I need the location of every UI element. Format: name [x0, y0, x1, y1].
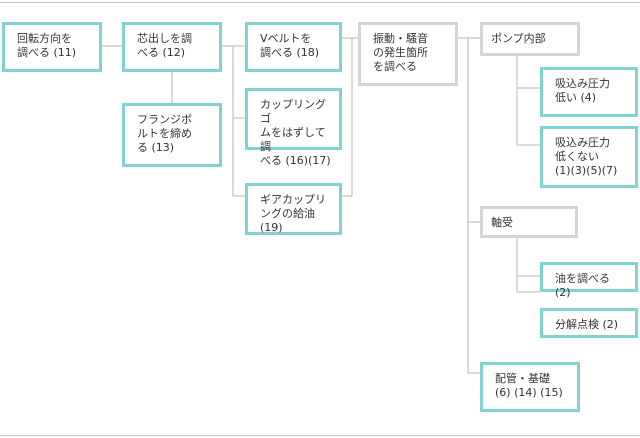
node-bearing: 軸受: [480, 206, 578, 238]
node-gear-coupling: ギアカップリ ングの給油 (19): [245, 183, 342, 235]
node-oil: 油を調べる (2): [540, 262, 638, 299]
node-rotation: 回転方向を 調べる (11): [2, 22, 102, 72]
bottom-rule: [0, 435, 640, 436]
node-source: 振動・騒音 の発生箇所 を調べる: [358, 22, 458, 86]
node-overhaul: 分解点検 (2): [540, 308, 638, 338]
node-suction-not-low: 吸込み圧力 低くない (1)(3)(5)(7): [540, 126, 638, 188]
node-piping: 配管・基礎 (6) (14) (15): [480, 362, 580, 412]
node-vbelt: Vベルトを 調べる (18): [245, 22, 342, 72]
top-rule: [0, 2, 640, 3]
node-suction-low: 吸込み圧力 低い (4): [540, 67, 638, 117]
node-pump-inside: ポンプ内部: [480, 22, 580, 56]
node-flange: フランジボ ルトを締め る (13): [122, 103, 222, 167]
node-coupling-rubber: カップリングゴ ムをはずして調 べる (16)(17): [245, 88, 342, 167]
node-alignment: 芯出しを調 べる (12): [122, 22, 222, 72]
